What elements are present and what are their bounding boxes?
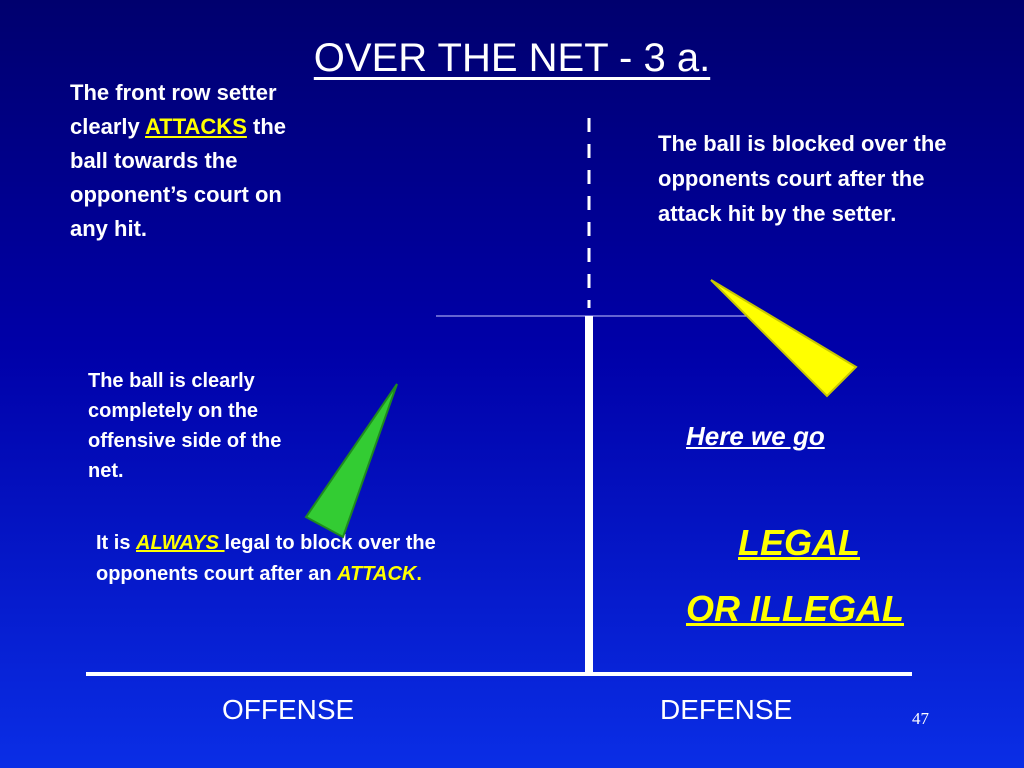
page-number: 47	[912, 709, 929, 728]
or-illegal-label: OR ILLEGAL	[686, 588, 904, 629]
always-middle: legal to block over the opponents court …	[96, 532, 436, 585]
always-highlight: ALWAYS	[136, 532, 225, 554]
here-we-go-label: Here we go	[686, 421, 825, 451]
setter-text-part1: The front row setter clearly	[70, 80, 277, 139]
yellow-pointer	[710, 279, 858, 398]
green-pointer	[304, 383, 398, 539]
setter-attack-description: The front row setter clearly ATTACKS the…	[70, 76, 295, 246]
attack-highlight: ATTACK	[337, 563, 417, 585]
offensive-side-description: The ball is clearly completely on the of…	[88, 370, 282, 482]
defense-label: DEFENSE	[660, 694, 793, 725]
attacks-highlight: ATTACKS	[145, 114, 247, 139]
offense-label: OFFENSE	[222, 694, 355, 725]
setter-text-part2: the ball towards the opponent’s court on…	[70, 114, 286, 241]
always-legal-description: It is ALWAYS legal to block over the opp…	[96, 528, 476, 590]
blocked-description: The ball is blocked over the opponents c…	[658, 131, 947, 226]
always-prefix: It is	[96, 532, 137, 554]
legal-label: LEGAL	[738, 522, 860, 563]
slide-title: OVER THE NET - 3 a.	[0, 34, 1024, 82]
slide-title-text: OVER THE NET - 3 a.	[313, 36, 711, 80]
always-suffix: .	[416, 563, 422, 585]
